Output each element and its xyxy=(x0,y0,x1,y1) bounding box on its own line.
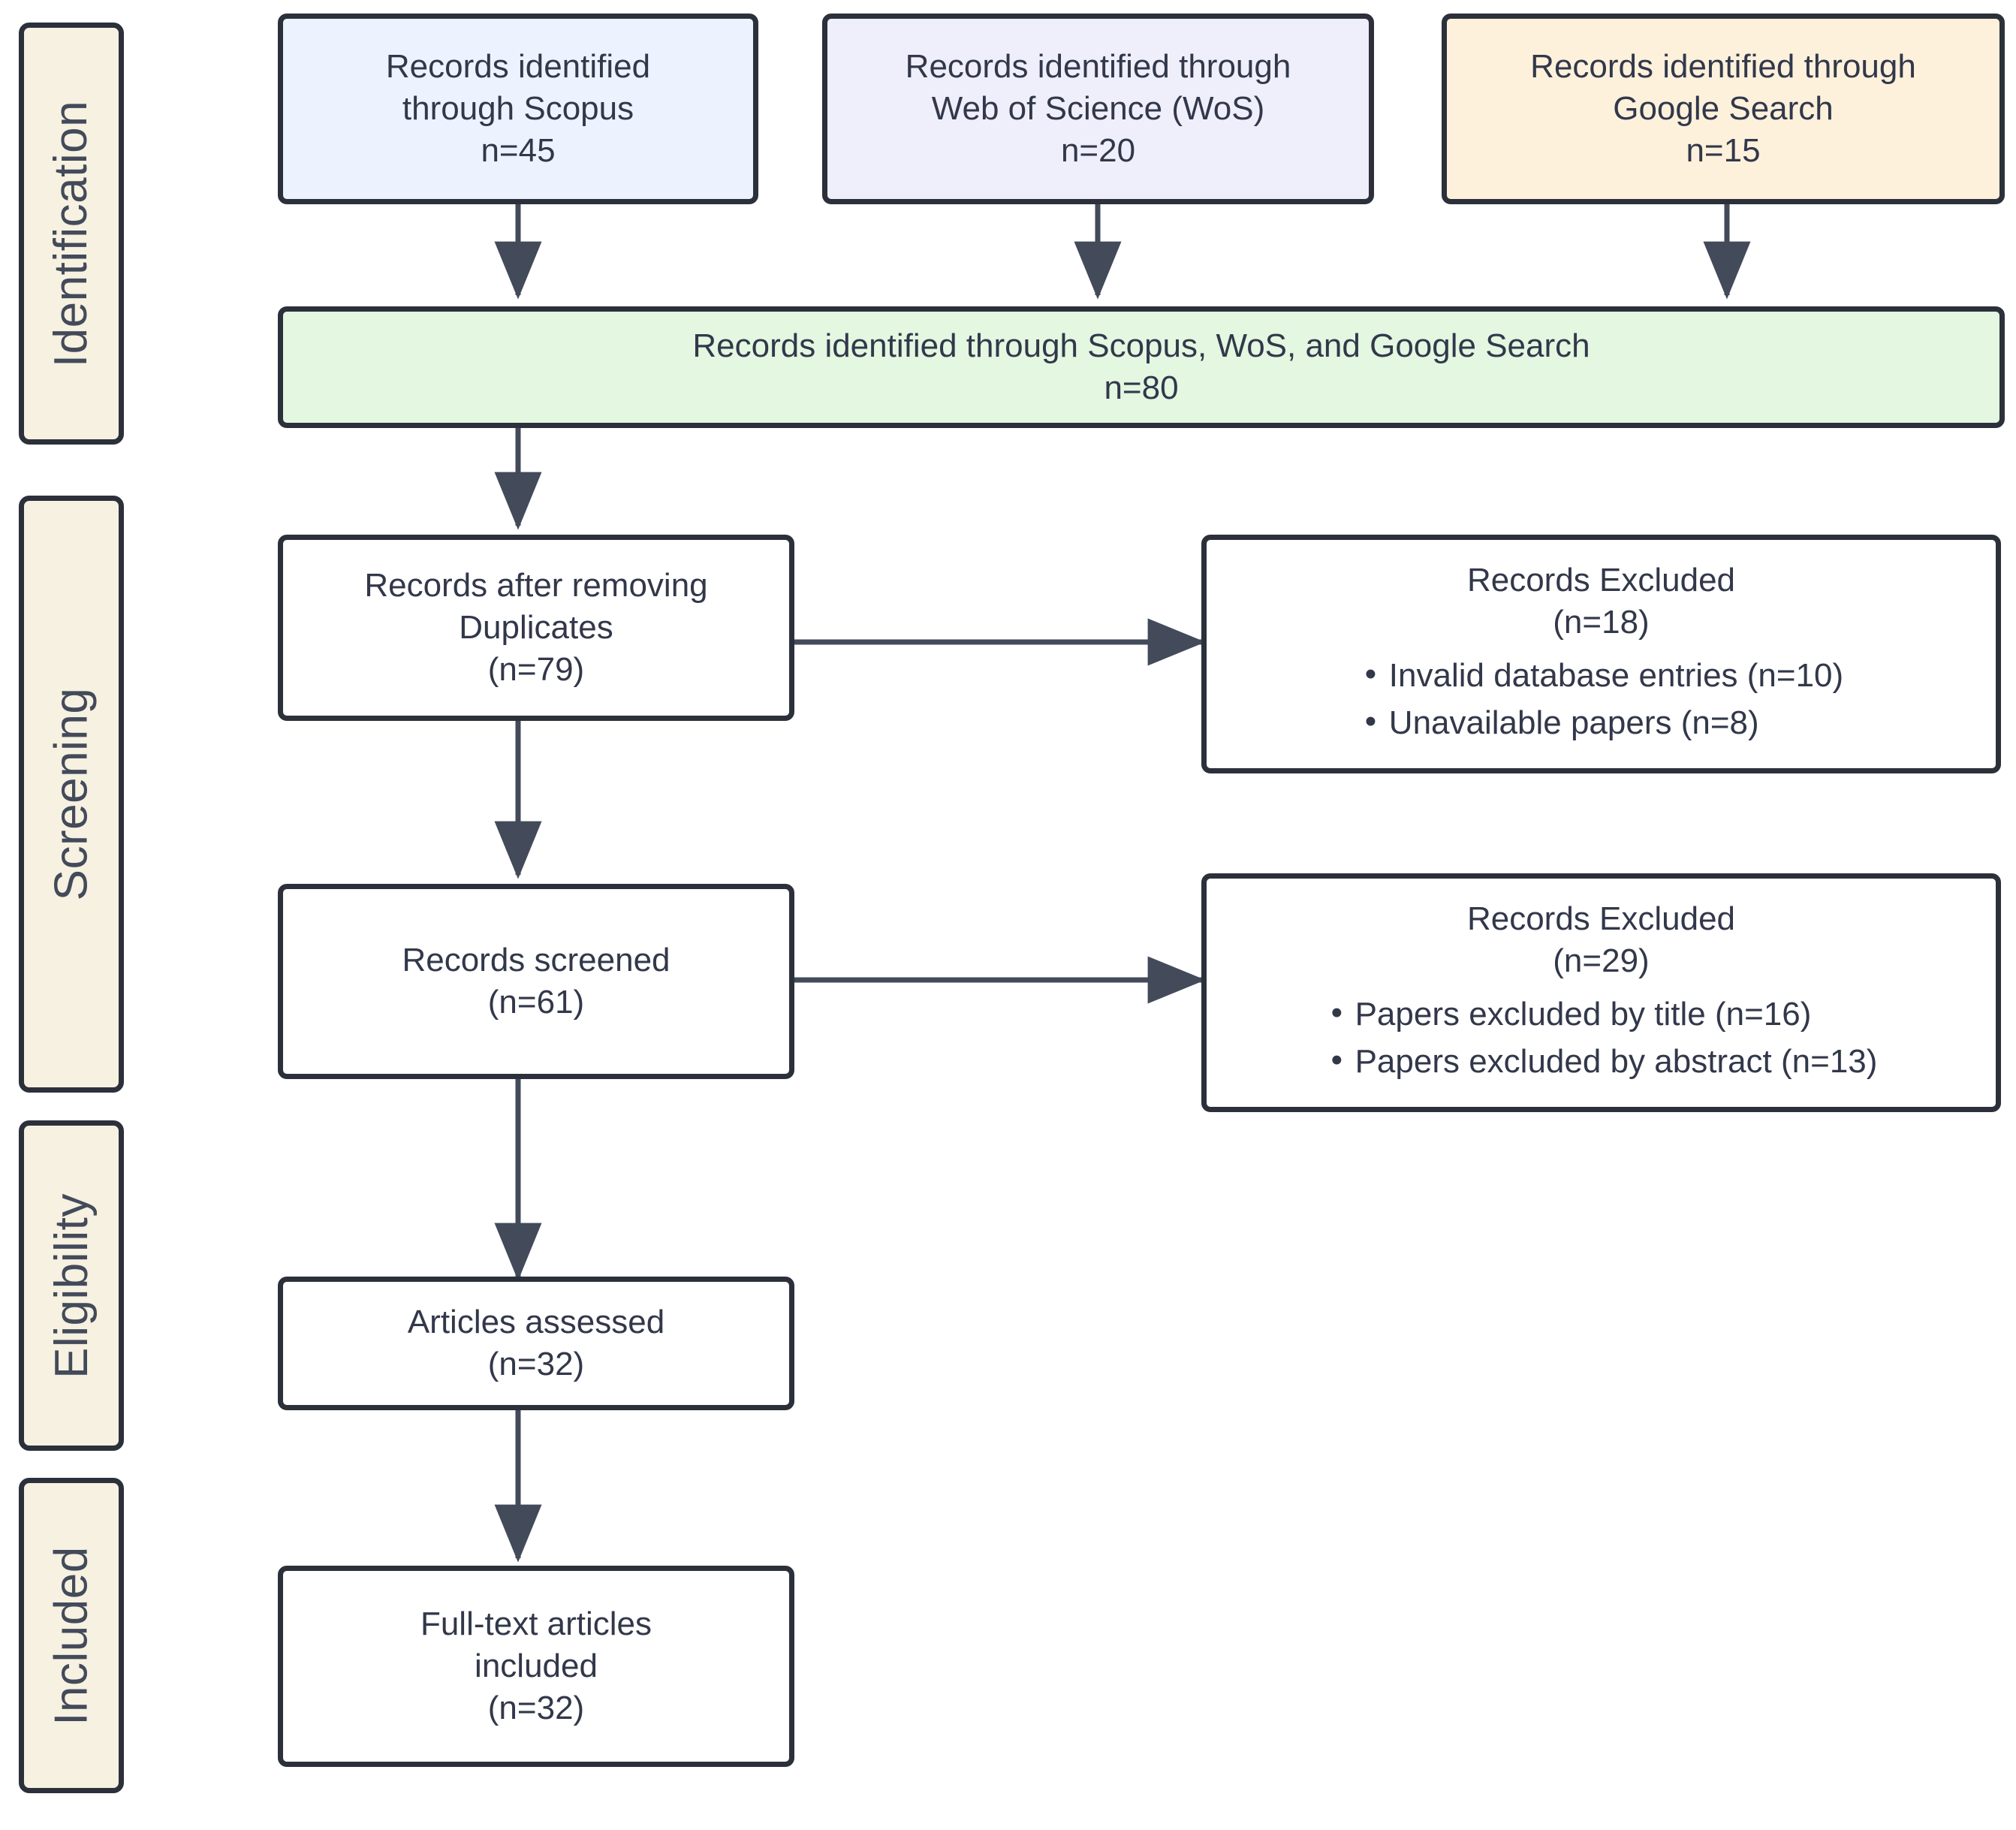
phase-label-eligibility-text: Eligibility xyxy=(45,1192,98,1379)
node-fulltext-included-line-3: (n=32) xyxy=(487,1690,585,1727)
phase-label-identification: Identification xyxy=(19,23,124,445)
list-item: Unavailable papers (n=8) xyxy=(1359,698,1843,747)
phase-label-identification-text: Identification xyxy=(45,100,98,367)
node-articles-assessed-line-1: Articles assessed xyxy=(407,1303,665,1340)
node-records-screened-line-2: (n=61) xyxy=(487,984,585,1021)
node-fulltext-included[interactable]: Full-text articles included (n=32) xyxy=(278,1566,794,1767)
phase-label-screening-text: Screening xyxy=(45,687,98,901)
node-fulltext-included-line-1: Full-text articles xyxy=(420,1605,652,1642)
node-records-scopus-line-1: Records identified xyxy=(385,47,651,85)
node-records-screened[interactable]: Records screened (n=61) xyxy=(278,884,794,1079)
node-records-wos-line-3: n=20 xyxy=(1060,132,1136,170)
phase-label-screening: Screening xyxy=(19,496,124,1093)
list-item: Papers excluded by abstract (n=13) xyxy=(1325,1036,1878,1086)
node-records-excluded-1-list: Invalid database entries (n=10) Unavaila… xyxy=(1359,650,1843,748)
node-records-screened-line-1: Records screened xyxy=(402,941,670,978)
node-fulltext-included-line-2: included xyxy=(475,1647,598,1684)
node-records-combined-line-2: n=80 xyxy=(1104,369,1179,406)
node-records-after-duplicates-line-3: (n=79) xyxy=(487,651,585,689)
node-records-scopus[interactable]: Records identified through Scopus n=45 xyxy=(278,14,758,204)
node-records-wos[interactable]: Records identified through Web of Scienc… xyxy=(822,14,1374,204)
node-records-scopus-line-3: n=45 xyxy=(481,132,556,170)
node-records-excluded-2-count: (n=29) xyxy=(1553,942,1650,980)
node-articles-assessed-line-2: (n=32) xyxy=(487,1346,585,1382)
phase-label-included-text: Included xyxy=(45,1545,98,1726)
node-records-scopus-line-2: through Scopus xyxy=(402,89,634,127)
node-articles-assessed[interactable]: Articles assessed (n=32) xyxy=(278,1277,794,1410)
node-records-google-line-1: Records identified through xyxy=(1530,47,1916,85)
node-records-excluded-1[interactable]: Records Excluded (n=18) Invalid database… xyxy=(1201,535,2001,773)
node-records-excluded-2-list: Papers excluded by title (n=16) Papers e… xyxy=(1325,989,1878,1087)
node-records-google[interactable]: Records identified through Google Search… xyxy=(1442,14,2005,204)
node-records-excluded-2[interactable]: Records Excluded (n=29) Papers excluded … xyxy=(1201,873,2001,1112)
node-records-combined[interactable]: Records identified through Scopus, WoS, … xyxy=(278,306,2005,428)
node-records-google-line-2: Google Search xyxy=(1613,89,1834,127)
node-records-after-duplicates-line-1: Records after removing xyxy=(364,566,708,604)
phase-label-included: Included xyxy=(19,1478,124,1793)
node-records-wos-line-2: Web of Science (WoS) xyxy=(931,89,1265,127)
node-records-wos-line-1: Records identified through xyxy=(905,47,1291,85)
node-records-excluded-1-count: (n=18) xyxy=(1553,604,1650,641)
node-records-excluded-1-title: Records Excluded xyxy=(1466,562,1736,598)
node-records-google-line-3: n=15 xyxy=(1686,132,1761,170)
node-records-after-duplicates[interactable]: Records after removing Duplicates (n=79) xyxy=(278,535,794,721)
list-item: Invalid database entries (n=10) xyxy=(1359,650,1843,700)
phase-label-eligibility: Eligibility xyxy=(19,1120,124,1451)
node-records-combined-line-1: Records identified through Scopus, WoS, … xyxy=(692,327,1590,364)
list-item: Papers excluded by title (n=16) xyxy=(1325,989,1878,1039)
node-records-excluded-2-title: Records Excluded xyxy=(1466,900,1736,937)
node-records-after-duplicates-line-2: Duplicates xyxy=(459,608,613,646)
